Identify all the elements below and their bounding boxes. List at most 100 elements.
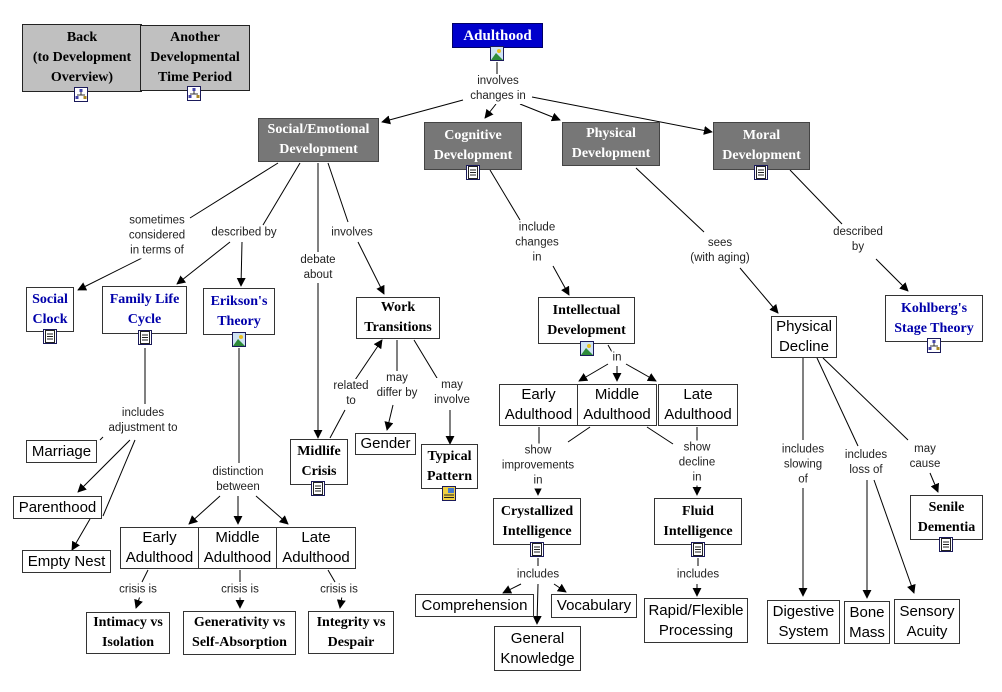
link-label-involves-changes: involves changes in — [469, 74, 527, 104]
node-erikson-middle-adulthood: Middle Adulthood — [198, 527, 277, 569]
node-physical-decline: Physical Decline — [771, 316, 837, 358]
document-icon[interactable] — [43, 329, 57, 344]
link-label-in: in — [611, 350, 623, 366]
node-intimacy-vs-isolation: Intimacy vs Isolation — [86, 612, 170, 654]
node-crystallized-intelligence: Crystallized Intelligence — [493, 498, 581, 545]
node-erikson-early-adulthood: Early Adulthood — [120, 527, 199, 569]
back-button[interactable]: Back (to Development Overview) — [22, 24, 142, 92]
link-label-includes-adjustment: includes adjustment to — [107, 406, 179, 436]
node-rapid-flexible-processing: Rapid/Flexible Processing — [644, 598, 748, 643]
node-comprehension-label: Comprehension — [421, 596, 528, 614]
node-parenthood: Parenthood — [13, 496, 102, 519]
link-label-show-decline: show decline in — [677, 440, 717, 486]
node-erikson-label: Erikson's Theory — [210, 293, 268, 329]
link-label-show-improvements: show improvements in — [500, 443, 576, 489]
node-generativity-vs-self-absorption: Generativity vs Self-Absorption — [183, 611, 296, 655]
node-gender: Gender — [355, 433, 416, 455]
link-label-described-by-moral: described by — [832, 225, 884, 255]
link-label-distinction-between: distinction between — [211, 465, 265, 495]
node-intellectual-development: Intellectual Development — [538, 297, 635, 344]
node-fluid-label: Fluid Intelligence — [663, 503, 733, 539]
node-digestive-label: Digestive System — [772, 603, 835, 640]
page-title: Adulthood — [463, 27, 532, 44]
link-label-may-differ-by: may differ by — [375, 371, 419, 401]
node-vocabulary-label: Vocabulary — [556, 597, 632, 614]
document-icon[interactable] — [939, 537, 953, 552]
node-work-label: Work Transitions — [364, 300, 432, 335]
document-icon[interactable] — [530, 542, 544, 557]
image-icon[interactable] — [490, 46, 504, 61]
link-label-described-by: described by — [210, 225, 278, 241]
node-intimacy-label: Intimacy vs Isolation — [93, 615, 163, 650]
node-cognitive-label: Cognitive Development — [433, 128, 513, 163]
node-bone-mass: Bone Mass — [844, 601, 890, 644]
document-icon[interactable] — [138, 330, 152, 345]
concept-map-icon[interactable] — [927, 338, 941, 353]
link-label-involves: involves — [330, 225, 374, 241]
link-label-crisis-is-late: crisis is — [319, 582, 359, 598]
node-typical-label: Typical Pattern — [426, 448, 473, 484]
node-intellectual-early-adulthood: Early Adulthood — [499, 384, 578, 426]
node-empty-nest-label: Empty Nest — [27, 552, 106, 570]
node-e-middle-label: Middle Adulthood — [203, 529, 272, 566]
node-eriksons-theory[interactable]: Erikson's Theory — [203, 288, 275, 335]
node-kohlbergs-stage-theory[interactable]: Kohlberg's Stage Theory — [885, 295, 983, 342]
node-social-clock[interactable]: Social Clock — [26, 287, 74, 332]
link-label-debate-about: debate about — [299, 253, 337, 283]
node-family-life-cycle[interactable]: Family Life Cycle — [102, 286, 187, 334]
node-generativity-label: Generativity vs Self-Absorption — [192, 615, 287, 650]
node-moral-label: Moral Development — [722, 128, 801, 163]
link-label-crisis-is-middle: crisis is — [220, 582, 260, 598]
node-physical-label: Physical Development — [571, 126, 651, 161]
node-gender-label: Gender — [360, 435, 411, 452]
node-comprehension: Comprehension — [415, 594, 534, 617]
node-fluid-intelligence: Fluid Intelligence — [654, 498, 742, 545]
node-general-knowledge: General Knowledge — [494, 626, 581, 671]
another-period-button[interactable]: Another Developmental Time Period — [140, 25, 250, 91]
back-button-label: Back (to Development Overview) — [32, 30, 132, 85]
node-integrity-label: Integrity vs Despair — [316, 614, 386, 650]
node-moral: Moral Development — [713, 122, 810, 170]
node-rapid-label: Rapid/Flexible Processing — [648, 601, 744, 639]
node-social-emotional: Social/Emotional Development — [258, 118, 379, 162]
node-senile-label: Senile Dementia — [917, 499, 976, 535]
image-icon[interactable] — [580, 341, 594, 356]
node-empty-nest: Empty Nest — [22, 550, 111, 573]
link-label-includes-fluid: includes — [675, 567, 721, 583]
image-icon[interactable] — [232, 332, 246, 347]
node-digestive-system: Digestive System — [767, 600, 840, 644]
document-icon[interactable] — [311, 481, 325, 496]
document-icon[interactable] — [691, 542, 705, 557]
concept-map-icon[interactable] — [187, 86, 201, 101]
node-cognitive: Cognitive Development — [424, 122, 522, 170]
node-parenthood-label: Parenthood — [18, 498, 97, 516]
node-midlife-label: Midlife Crisis — [297, 444, 341, 479]
node-intellectual-late-adulthood: Late Adulthood — [658, 384, 738, 426]
node-physical: Physical Development — [562, 122, 660, 166]
node-senile-dementia: Senile Dementia — [910, 495, 983, 540]
concept-map-icon[interactable] — [74, 87, 88, 102]
document-icon[interactable] — [466, 165, 480, 180]
link-label-sometimes-considered: sometimes considered in terms of — [127, 213, 187, 259]
node-social-label: Social/Emotional Development — [267, 122, 370, 157]
another-period-label: Another Developmental Time Period — [150, 30, 240, 85]
node-bone-label: Bone Mass — [849, 603, 885, 641]
node-crystallized-label: Crystallized Intelligence — [500, 503, 574, 539]
node-i-early-label: Early Adulthood — [504, 386, 573, 423]
link-label-related-to: related to — [332, 379, 370, 409]
node-i-late-label: Late Adulthood — [664, 386, 732, 423]
title-node-adulthood: Adulthood — [452, 23, 543, 48]
link-label-includes-crystallized: includes — [515, 567, 561, 583]
node-i-middle-label: Middle Adulthood — [583, 386, 651, 423]
node-general-knowledge-label: General Knowledge — [500, 629, 575, 667]
node-family-life-label: Family Life Cycle — [109, 292, 180, 327]
link-label-crisis-is-early: crisis is — [118, 582, 158, 598]
node-integrity-vs-despair: Integrity vs Despair — [308, 611, 394, 654]
link-label-includes-slowing: includes slowing of — [780, 442, 826, 488]
document-icon[interactable] — [754, 165, 768, 180]
node-marriage-label: Marriage — [31, 442, 92, 460]
image-document-icon[interactable] — [442, 486, 456, 501]
node-vocabulary: Vocabulary — [551, 594, 637, 618]
link-label-include-changes: include changes in — [514, 220, 560, 266]
